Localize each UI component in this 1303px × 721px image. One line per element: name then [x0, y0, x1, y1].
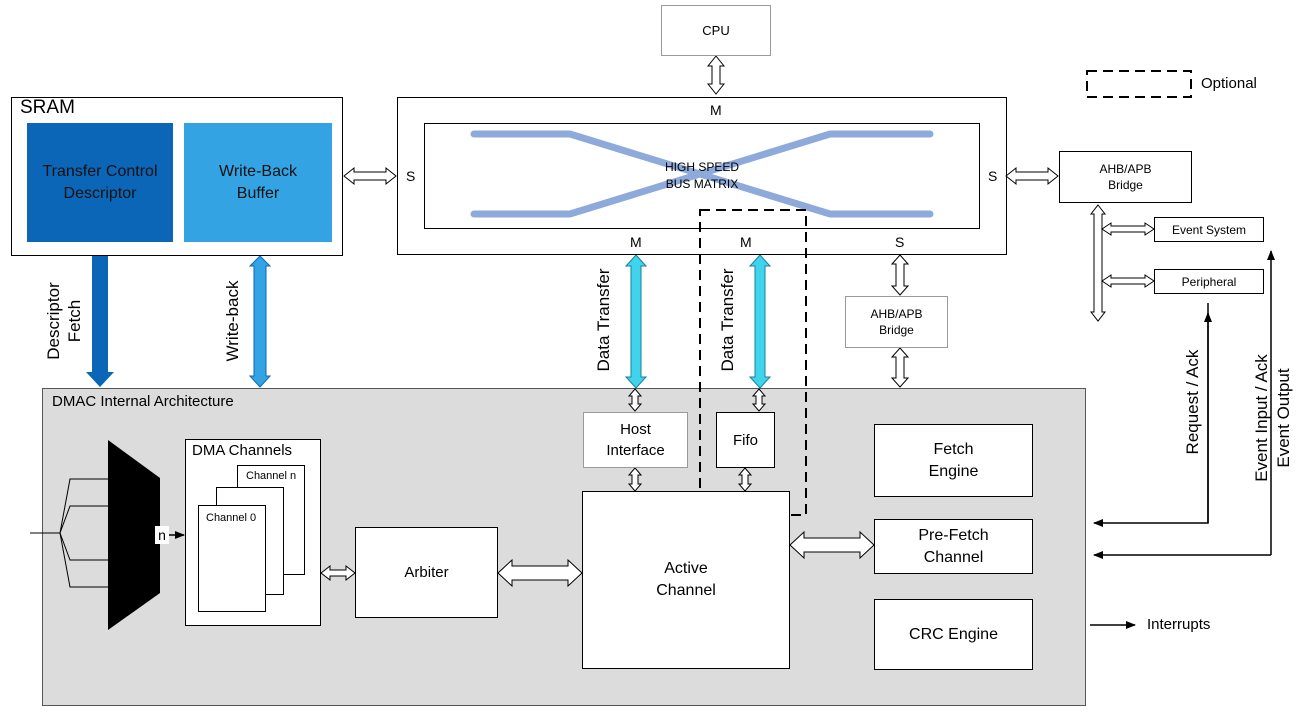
fifo-label: Fifo [732, 431, 758, 449]
ahb-apb-bridge-right: AHB/APB Bridge [1059, 151, 1192, 203]
data-transfer-arrow-1 [624, 254, 648, 389]
wbb-label: Write-Back Buffer [219, 162, 297, 202]
transfer-control-descriptor: Transfer Control Descriptor [27, 123, 173, 242]
mux-n-label: n [155, 526, 169, 544]
event-system-block: Event System [1154, 217, 1264, 242]
peripheral-label: Peripheral [1181, 274, 1237, 289]
channel-n-label: Channel n [246, 470, 297, 482]
request-ack-text: Request / Ack [1183, 349, 1202, 455]
write-back-text: Write-back [223, 280, 242, 362]
crc-engine-label: CRC Engine [909, 625, 998, 643]
bus-port-top: M [710, 102, 722, 118]
event-input-ack-text: Event Input / Ack [1252, 354, 1271, 482]
peripheral-arrow [1101, 274, 1155, 288]
bus-matrix-lines [470, 130, 934, 218]
fetch-engine-label: Fetch Engine [928, 440, 979, 480]
bus-port-left: S [406, 168, 416, 184]
bus-bridge-arrow [1005, 166, 1059, 186]
interrupts-label: Interrupts [1147, 616, 1211, 633]
cpu-label: CPU [702, 23, 730, 38]
crc-engine-block: CRC Engine [874, 599, 1033, 670]
data-transfer-text-2: Data Transfer [717, 268, 737, 372]
active-channel-label: Active Channel [656, 560, 716, 599]
mux-inputs [30, 478, 112, 588]
bridge-mid-label: AHB/APB Bridge [870, 307, 923, 337]
bus-port-m2: M [740, 234, 752, 250]
mux-shape [108, 440, 160, 630]
write-back-buffer: Write-Back Buffer [184, 123, 332, 242]
dma-channels-title: DMA Channels [192, 442, 293, 459]
bus-label-text: HIGH SPEED BUS MATRIX [664, 160, 739, 191]
event-line [1093, 250, 1275, 559]
dmac-title: DMAC Internal Architecture [52, 393, 234, 410]
sram-bus-arrow [343, 166, 397, 186]
bus-port-right: S [988, 168, 998, 184]
write-back-arrow [248, 255, 272, 388]
host-interface-label: Host Interface [606, 421, 665, 459]
sram-title: SRAM [20, 97, 75, 118]
peripheral-block: Peripheral [1154, 269, 1264, 294]
bus-midbridge-arrow [890, 254, 910, 296]
cpu-block: CPU [661, 5, 771, 56]
legend-dashed-box [1086, 70, 1192, 98]
fifo-block: Fifo [716, 412, 775, 468]
bridge-vertical-arrow [1089, 204, 1107, 322]
cpu-bus-arrow [706, 55, 726, 95]
data-transfer-arrow-2 [748, 254, 772, 389]
bus-port-s: S [895, 234, 905, 250]
descriptor-fetch-text: Descriptor Fetch [44, 282, 84, 360]
fetch-engine-block: Fetch Engine [874, 424, 1033, 497]
arbiter-block: Arbiter [355, 527, 498, 618]
bus-matrix-outer [397, 97, 1007, 255]
event-system-arrow [1101, 222, 1155, 236]
bus-port-m1: M [630, 234, 642, 250]
hollow-arrows [320, 55, 1155, 588]
tcd-label: Transfer Control Descriptor [42, 162, 158, 202]
bridge-right-label: AHB/APB Bridge [1099, 162, 1152, 192]
prefetch-channel-block: Pre-Fetch Channel [874, 519, 1033, 574]
event-output-text: Event Output [1274, 368, 1293, 468]
midbridge-dmac-arrow [890, 347, 910, 388]
bus-matrix-inner [424, 123, 980, 229]
active-channel-block: Active Channel [582, 491, 790, 669]
ahb-apb-bridge-mid: AHB/APB Bridge [845, 296, 948, 348]
legend-optional-label: Optional [1201, 75, 1257, 92]
arbiter-label: Arbiter [404, 564, 449, 581]
data-transfer-text-1: Data Transfer [593, 268, 613, 372]
channel-0-card [198, 505, 266, 612]
channel-0-label: Channel 0 [206, 512, 257, 524]
host-interface-block: Host Interface [583, 412, 688, 468]
prefetch-channel-label: Pre-Fetch Channel [918, 526, 989, 566]
request-ack-line [1093, 303, 1212, 527]
descriptor-fetch-arrow [86, 256, 114, 387]
event-system-label: Event System [1171, 222, 1247, 237]
bus-matrix-label: HIGH SPEED BUS MATRIX [640, 158, 764, 194]
